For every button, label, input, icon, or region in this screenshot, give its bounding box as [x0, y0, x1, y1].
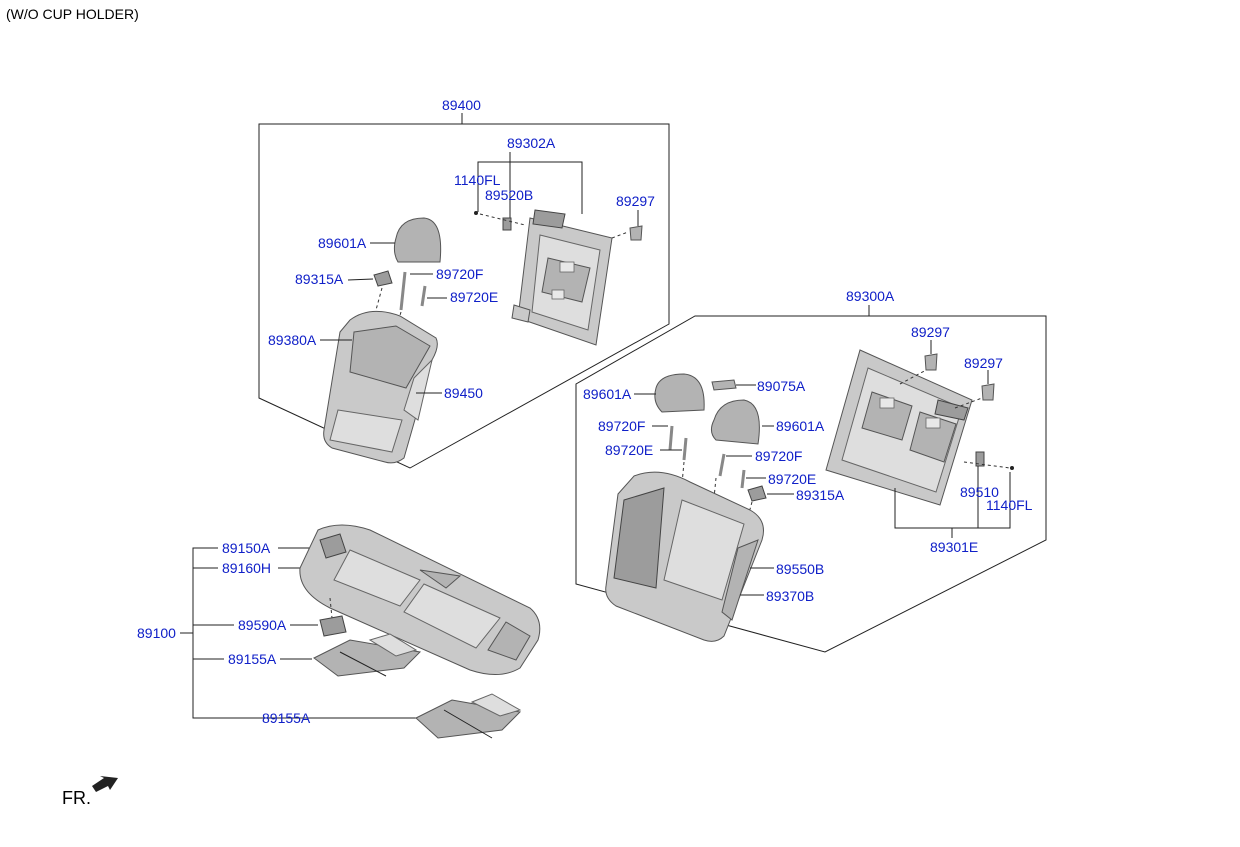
seatback-frame-part [511, 209, 613, 346]
front-direction-indicator: FR. [62, 776, 118, 808]
clip-89297-c [981, 383, 995, 401]
part-label-89601A-a[interactable]: 89601A [318, 235, 367, 251]
part-label-89601A-c[interactable]: 89601A [776, 418, 825, 434]
part-label-89720E-b[interactable]: 89720E [605, 442, 653, 458]
part-label-89301E[interactable]: 89301E [930, 539, 978, 555]
part-label-89300A[interactable]: 89300A [846, 288, 895, 304]
seatback-cushion-89380A [323, 310, 438, 464]
part-label-89297-b[interactable]: 89297 [911, 324, 950, 340]
part-label-89520B[interactable]: 89520B [485, 187, 533, 203]
guide-89315A-a [373, 270, 393, 287]
part-label-89150A[interactable]: 89150A [222, 540, 271, 556]
front-direction-label: FR. [62, 788, 91, 808]
seat-pad-89155A-b [415, 693, 522, 739]
seatback-frame-right-part [825, 349, 973, 506]
bracket-89590A [319, 615, 347, 637]
part-label-89720F-c[interactable]: 89720F [755, 448, 802, 464]
headrest-89601A-c [710, 399, 760, 445]
part-label-89720F-b[interactable]: 89720F [598, 418, 645, 434]
part-label-89510[interactable]: 89510 [960, 484, 999, 500]
diagram-title: (W/O CUP HOLDER) [6, 6, 139, 22]
part-label-89302A[interactable]: 89302A [507, 135, 556, 151]
part-label-89590A[interactable]: 89590A [238, 617, 287, 633]
part-label-1140FL-a[interactable]: 1140FL [454, 172, 501, 188]
part-label-89160H[interactable]: 89160H [222, 560, 271, 576]
part-label-89155A-a[interactable]: 89155A [228, 651, 277, 667]
part-label-89720E-c[interactable]: 89720E [768, 471, 816, 487]
part-label-89100[interactable]: 89100 [137, 625, 176, 641]
guide-89315A-b [747, 485, 767, 502]
bracket-89520B [502, 217, 512, 231]
part-label-89297-c[interactable]: 89297 [964, 355, 1003, 371]
headrest-89601A-b [654, 373, 705, 413]
clip-89297-a [629, 225, 643, 241]
part-label-89155A-b[interactable]: 89155A [262, 710, 311, 726]
part-label-89720E-a[interactable]: 89720E [450, 289, 498, 305]
part-label-89400[interactable]: 89400 [442, 97, 481, 113]
part-label-89315A-a[interactable]: 89315A [295, 271, 344, 287]
part-label-89601A-b[interactable]: 89601A [583, 386, 632, 402]
seatback-cushion-89370B [605, 471, 764, 642]
seat-pad-89155A-a [313, 633, 422, 677]
group-frame-89300A [575, 315, 1047, 653]
part-label-1140FL-b[interactable]: 1140FL [986, 497, 1033, 513]
part-label-89550B[interactable]: 89550B [776, 561, 824, 577]
seat-cushion-assembly [180, 524, 541, 739]
part-label-89720F-a[interactable]: 89720F [436, 266, 483, 282]
part-label-89450[interactable]: 89450 [444, 385, 483, 401]
part-label-89075A[interactable]: 89075A [757, 378, 806, 394]
part-label-89315A-b[interactable]: 89315A [796, 487, 845, 503]
seatback-left-assembly [258, 113, 670, 469]
group-frame-89400 [258, 123, 670, 469]
headrest-89601A-a [393, 217, 442, 263]
seat-cushion-89160H [299, 524, 541, 675]
cover-89075A [711, 379, 737, 391]
front-arrow-icon [92, 776, 118, 792]
part-number-labels: 89400 89302A 1140FL 89520B 89297 89601A … [137, 97, 1033, 726]
part-label-89380A[interactable]: 89380A [268, 332, 317, 348]
clip-89297-b [924, 353, 938, 371]
part-label-89297-a[interactable]: 89297 [616, 193, 655, 209]
bracket-89510 [975, 451, 985, 467]
seatback-right-assembly [575, 305, 1047, 653]
part-label-89370B[interactable]: 89370B [766, 588, 814, 604]
